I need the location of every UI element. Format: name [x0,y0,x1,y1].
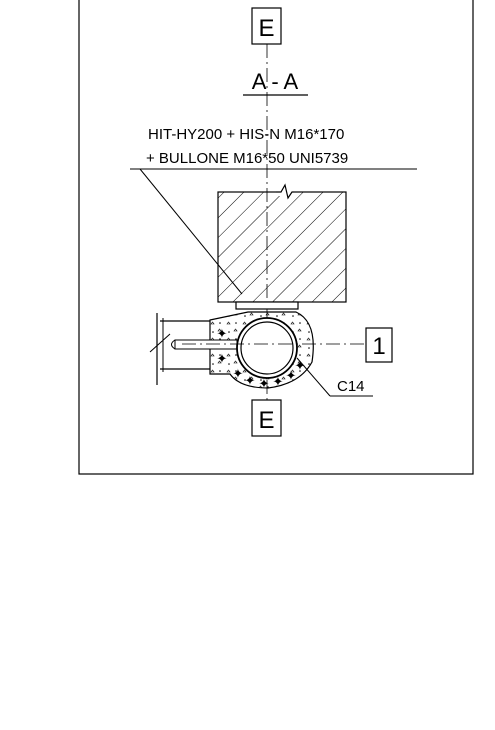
anchor-plate [235,301,299,310]
top-section-marker: E [258,15,274,42]
top-section-marker-box [251,7,282,45]
annotation-line-2: + BULLONE M16*50 UNI5739 [146,150,348,167]
bottom-section-marker: E [258,407,274,434]
section-title: A - A [252,69,299,94]
weld-symbol: ✦ [245,374,256,389]
weld-symbol: ✦ [295,359,306,374]
weld-symbols: ✦ ✦ ✦ ✦ ✦ ✦ ✦ ✦ [217,327,306,392]
beam-break-gap [276,186,294,196]
callout-1-label: 1 [372,333,385,360]
weld-symbol: ✦ [273,375,284,390]
annotation-line-1: HIT-HY200 + HIS-N M16*170 [148,126,344,143]
weld-symbol: ✦ [217,327,228,342]
pin-tip [171,339,176,350]
callout-1-box [365,327,393,363]
pipe-outer [236,317,298,379]
drawing-frame [78,0,474,475]
horizontal-pin [174,339,238,350]
beam-section [217,191,347,303]
weld-label: C14 [337,378,365,395]
weld-symbol: ✦ [286,369,297,384]
side-member-break [149,333,171,353]
weld-symbol: ✦ [217,352,228,367]
weld-symbol: ✦ [259,377,270,392]
beam-break-mark [276,183,294,200]
pipe-inner [240,321,294,375]
bottom-section-marker-box [251,399,282,437]
weld-leader [296,357,331,397]
weld-symbol: ✦ [233,367,244,382]
